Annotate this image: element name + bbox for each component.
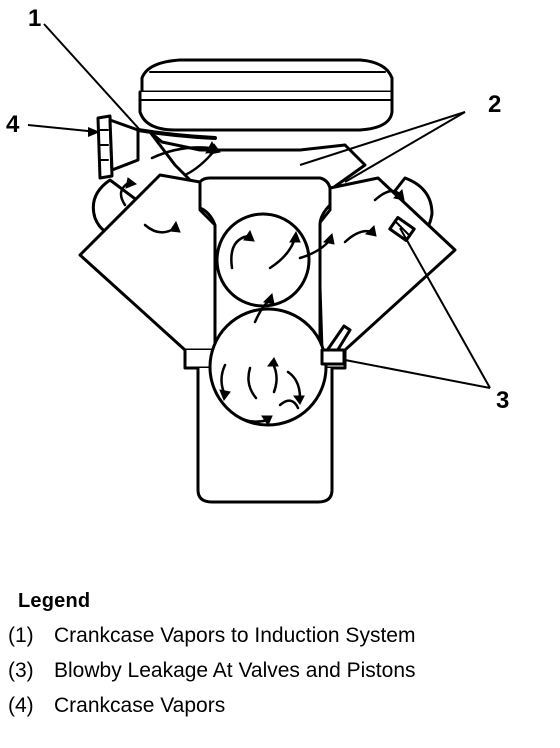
callout-1: 1 — [28, 5, 41, 32]
dipstick-boss — [320, 348, 346, 366]
leader-arrowhead-4 — [88, 127, 100, 137]
intake-manifold — [148, 130, 367, 192]
callout-4: 4 — [6, 111, 20, 138]
legend-item-number: (4) — [8, 694, 34, 717]
flow-arrow — [230, 234, 250, 270]
crankshaft-chamber — [208, 307, 328, 427]
legend-title: Legend — [18, 590, 91, 612]
legend-item-text: Blowby Leakage At Valves and Pistons — [54, 659, 416, 682]
callout-3: 3 — [496, 387, 509, 414]
engine-ventilation-diagram: 1 2 3 4 — [6, 5, 509, 504]
flow-arrowhead — [262, 292, 275, 305]
flow-arrowhead — [169, 220, 181, 233]
flow-arrowhead — [289, 230, 301, 243]
legend-item-number: (3) — [8, 659, 34, 682]
leader-line-3b — [344, 359, 491, 389]
legend-item-number: (1) — [8, 624, 34, 647]
flow-arrowhead — [243, 229, 255, 242]
flow-arrowhead — [261, 415, 273, 427]
flow-arrow — [286, 370, 302, 400]
pcv-valve — [96, 114, 140, 180]
legend-item: (1) Crankcase Vapors to Induction System — [8, 625, 553, 647]
legend-item-text: Crankcase Vapors — [54, 694, 226, 717]
flow-arrow — [278, 399, 300, 410]
leader-line-4 — [27, 124, 99, 133]
legend-item: (3) Blowby Leakage At Valves and Pistons — [8, 660, 553, 682]
right-cylinder-bank — [316, 176, 457, 352]
leader-line-1 — [43, 23, 141, 131]
legend-item: (4) Crankcase Vapors — [8, 695, 553, 717]
leader-lines — [27, 23, 491, 389]
callout-2: 2 — [488, 91, 501, 118]
flow-arrowhead — [293, 395, 305, 405]
legend-item-text: Crankcase Vapors to Induction System — [54, 624, 416, 647]
flow-arrowhead — [392, 188, 405, 201]
flow-arrowhead — [125, 177, 138, 189]
air-cleaner — [138, 58, 394, 132]
flow-arrowhead — [209, 142, 221, 155]
pcv-hose — [136, 128, 217, 140]
breather-cap — [388, 216, 416, 242]
leader-line-2a — [299, 111, 466, 166]
leader-line-2b — [344, 111, 466, 183]
flow-arrowheads — [125, 140, 405, 427]
legend: Legend (1) Crankcase Vapors to Induction … — [8, 590, 553, 730]
flow-arrowhead — [364, 224, 377, 237]
flow-arrow — [150, 146, 212, 160]
flow-arrow — [247, 366, 258, 400]
leader-line-3a — [399, 227, 491, 389]
flow-arrowhead — [267, 357, 279, 367]
flow-arrowhead — [219, 389, 231, 402]
flow-arrowhead — [322, 232, 335, 245]
